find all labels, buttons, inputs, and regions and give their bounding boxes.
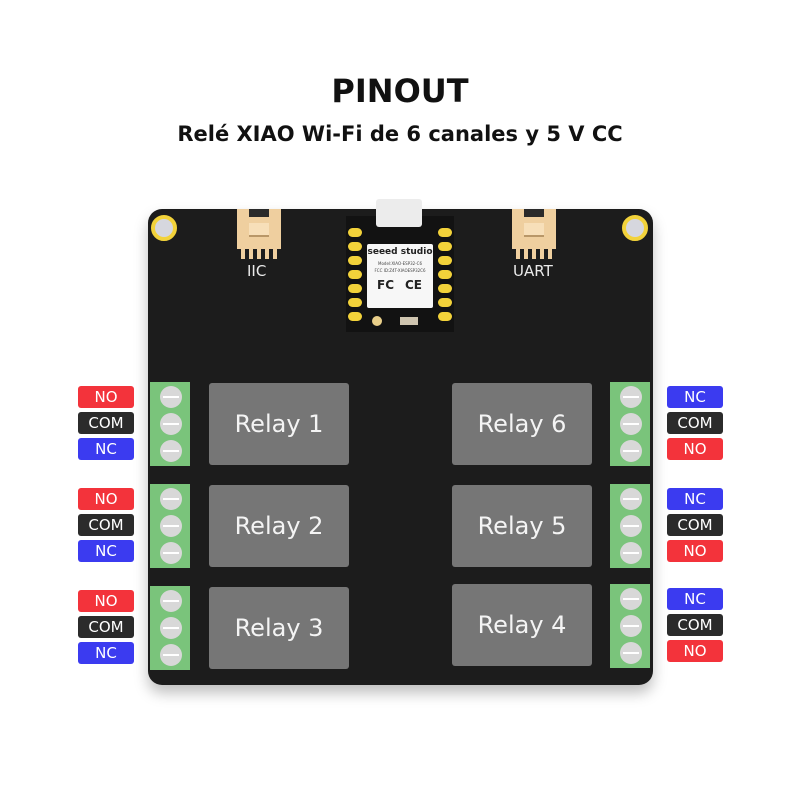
module-pin-pad [348,242,362,251]
terminal-screw-icon [620,542,642,564]
page-title: PINOUT [331,72,469,110]
relay-6: Relay 6 [452,383,592,465]
uart-connector-label: UART [513,262,553,280]
module-pin-pad [438,256,452,265]
terminal-screw-icon [160,386,182,408]
iic-connector-label: IIC [247,262,267,280]
terminal-block-right [610,484,650,568]
terminal-screw-icon [160,515,182,537]
terminal-block-left [150,382,190,466]
module-pin-pad [438,242,452,251]
ce-mark-icon: CE [405,278,423,292]
module-pin-pad [438,228,452,237]
pin-label-no: NO [78,488,134,510]
terminal-screw-icon [620,588,642,610]
module-pin-pad [348,284,362,293]
module-pin-pad [438,312,452,321]
pin-label-no: NO [667,640,723,662]
module-pin-pad [438,270,452,279]
pin-label-com: COM [667,514,723,536]
pin-label-no: NO [667,540,723,562]
terminal-block-left [150,586,190,670]
module-model-line: Model:XIAO-ESP32-C6 [378,261,422,266]
module-switch [400,317,418,325]
terminal-block-left [150,484,190,568]
pin-label-nc: NC [667,386,723,408]
module-pin-pad [348,256,362,265]
module-pin-pad [438,284,452,293]
pin-label-com: COM [667,614,723,636]
mounting-hole-top-left [151,215,177,241]
relay-4: Relay 4 [452,584,592,666]
pin-label-nc: NC [667,588,723,610]
fcc-mark-icon: FC [377,278,395,292]
module-fcc-line: FCC ID:Z4T-XIAOESP32C6 [374,268,426,273]
pin-label-com: COM [78,616,134,638]
terminal-screw-icon [160,440,182,462]
pin-label-nc: NC [78,642,134,664]
module-pin-pad [438,298,452,307]
pin-label-nc: NC [78,540,134,562]
module-pin-pad [348,312,362,321]
relay-5: Relay 5 [452,485,592,567]
relay-3: Relay 3 [209,587,349,669]
terminal-screw-icon [620,488,642,510]
terminal-screw-icon [620,615,642,637]
pin-label-no: NO [667,438,723,460]
pin-label-com: COM [78,412,134,434]
pin-label-no: NO [78,590,134,612]
pin-label-no: NO [78,386,134,408]
module-shield: seeed studio Model:XIAO-ESP32-C6 FCC ID:… [367,244,433,308]
terminal-screw-icon [620,413,642,435]
page-subtitle: Relé XIAO Wi-Fi de 6 canales y 5 V CC [177,122,623,146]
terminal-screw-icon [160,542,182,564]
usb-c-port [376,199,422,227]
uart-connector [512,209,556,259]
module-pin-pad [348,298,362,307]
terminal-screw-icon [620,440,642,462]
terminal-screw-icon [620,515,642,537]
module-brand: seeed studio [367,247,433,257]
module-pin-pad [348,228,362,237]
pin-label-nc: NC [667,488,723,510]
terminal-screw-icon [620,386,642,408]
terminal-screw-icon [160,413,182,435]
pin-label-com: COM [667,412,723,434]
iic-connector [237,209,281,259]
terminal-screw-icon [160,617,182,639]
pin-label-nc: NC [78,438,134,460]
terminal-screw-icon [160,590,182,612]
terminal-block-right [610,584,650,668]
module-pin-pad [348,270,362,279]
terminal-block-right [610,382,650,466]
pin-label-com: COM [78,514,134,536]
terminal-screw-icon [620,642,642,664]
module-led-icon [372,316,382,326]
mounting-hole-top-right [622,215,648,241]
terminal-screw-icon [160,644,182,666]
relay-1: Relay 1 [209,383,349,465]
terminal-screw-icon [160,488,182,510]
relay-2: Relay 2 [209,485,349,567]
